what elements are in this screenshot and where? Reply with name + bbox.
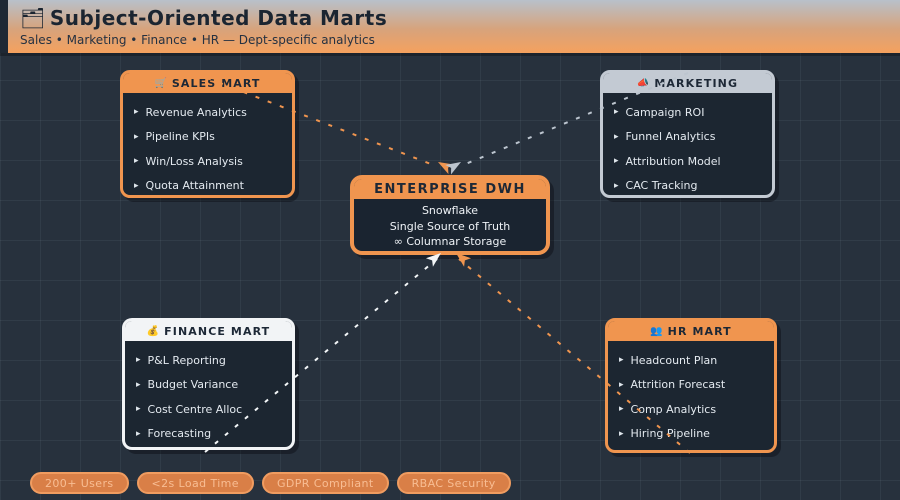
mart-item: ▸ Pipeline KPIs <box>134 125 292 150</box>
mart-item-label: Budget Variance <box>147 378 239 392</box>
mart-item: ▸ CAC Tracking <box>614 174 772 196</box>
mart-item-label: Comp Analytics <box>630 402 717 416</box>
mart-item-label: Cost Centre Alloc <box>147 402 243 416</box>
mart-item-label: Pipeline KPIs <box>145 130 215 144</box>
dwh-line-source: Single Source of Truth <box>389 219 511 233</box>
stat-badge: GDPR Compliant <box>261 472 389 494</box>
item-bullet-icon: ▸ <box>619 404 624 415</box>
finance-mart-title: FINANCE MART <box>164 324 271 338</box>
mart-item-label: Quota Attainment <box>145 179 244 193</box>
item-bullet-icon: ▸ <box>619 379 624 390</box>
mart-item: ▸ Revenue Analytics <box>134 100 292 125</box>
mart-item-label: Revenue Analytics <box>145 105 247 119</box>
mart-item-label: Attribution Model <box>625 154 721 168</box>
megaphone-icon: 📣 <box>636 77 650 89</box>
mart-item-label: Win/Loss Analysis <box>145 154 243 168</box>
header-left-strip <box>0 0 8 53</box>
item-bullet-icon: ▸ <box>619 355 624 366</box>
item-bullet-icon: ▸ <box>619 428 624 439</box>
mart-item: ▸ Attribution Model <box>614 149 772 174</box>
finance-mart-header: 💰 FINANCE MART <box>125 321 292 341</box>
stat-badge-row: 200+ Users <2s Load Time GDPR Compliant RBA… <box>30 472 511 494</box>
money-bag-icon: 💰 <box>146 325 160 337</box>
page-header: 🗂Subject-Oriented Data Marts Sales • Mar… <box>0 0 900 53</box>
mart-item: ▸ Budget Variance <box>136 373 292 398</box>
mart-item: ▸ Quota Attainment <box>134 174 292 196</box>
mart-item-label: P&L Reporting <box>147 353 226 367</box>
item-bullet-icon: ▸ <box>136 379 141 390</box>
mart-item-label: Funnel Analytics <box>625 130 716 144</box>
mart-item-label: Attrition Forecast <box>630 378 726 392</box>
node-enterprise-dwh[interactable]: ENTERPRISE DWH Snowflake Single Source o… <box>350 175 550 255</box>
dwh-title: ENTERPRISE DWH <box>354 179 546 199</box>
stat-badge: 200+ Users <box>30 472 129 494</box>
mart-item-label: CAC Tracking <box>625 179 698 193</box>
item-bullet-icon: ▸ <box>134 107 139 118</box>
mart-item: ▸ Forecasting <box>136 422 292 447</box>
hr-mart-title: HR MART <box>667 324 732 338</box>
mart-item-label: Campaign ROI <box>625 105 705 119</box>
item-bullet-icon: ▸ <box>614 180 619 191</box>
arrowhead-sales <box>438 162 454 175</box>
mart-item-label: Forecasting <box>147 427 212 441</box>
cart-icon: 🛒 <box>154 77 167 89</box>
dwh-line-storage: ∞ Columnar Storage <box>393 235 507 248</box>
marketing-mart-title: MARKETING <box>654 76 739 90</box>
item-bullet-icon: ▸ <box>614 131 619 142</box>
item-bullet-icon: ▸ <box>614 156 619 167</box>
item-bullet-icon: ▸ <box>136 355 141 366</box>
mart-item: ▸ Campaign ROI <box>614 100 772 125</box>
mart-item: ▸ P&L Reporting <box>136 348 292 373</box>
node-sales-mart[interactable]: 🛒 SALES MART ▸ Revenue Analytics ▸ Pipeline… <box>120 70 295 198</box>
hr-mart-header: 👥 HR MART <box>608 321 774 341</box>
item-bullet-icon: ▸ <box>136 428 141 439</box>
mart-item: ▸ Headcount Plan <box>619 348 774 373</box>
mart-item: ▸ Hiring Pipeline <box>619 422 774 447</box>
mart-item-label: Headcount Plan <box>630 353 718 367</box>
stat-badge: RBAC Security <box>396 472 511 494</box>
item-bullet-icon: ▸ <box>134 180 139 191</box>
item-bullet-icon: ▸ <box>136 404 141 415</box>
arrowhead-marketing <box>445 162 461 175</box>
mart-item: ▸ Win/Loss Analysis <box>134 149 292 174</box>
page-title: 🗂Subject-Oriented Data Marts <box>20 6 388 30</box>
mart-item: ▸ Funnel Analytics <box>614 125 772 150</box>
card-index-icon: 🗂 <box>20 6 46 30</box>
mart-item-label: Hiring Pipeline <box>630 427 710 441</box>
people-icon: 👥 <box>650 325 663 337</box>
page-subtitle: Sales • Marketing • Finance • HR — Dept-… <box>20 33 375 47</box>
mart-item: ▸ Comp Analytics <box>619 397 774 422</box>
mart-item: ▸ Attrition Forecast <box>619 373 774 398</box>
dwh-line-platform: Snowflake <box>421 204 479 217</box>
node-finance-mart[interactable]: 💰 FINANCE MART ▸ P&L Reporting ▸ Budget Var… <box>122 318 295 450</box>
item-bullet-icon: ▸ <box>134 156 139 167</box>
sales-mart-header: 🛒 SALES MART <box>123 73 292 93</box>
item-bullet-icon: ▸ <box>134 131 139 142</box>
node-marketing-mart[interactable]: 📣 MARKETING ▸ Campaign ROI ▸ Funnel Analyti… <box>600 70 775 198</box>
node-hr-mart[interactable]: 👥 HR MART ▸ Headcount Plan ▸ Attrition Fore… <box>605 318 777 453</box>
marketing-mart-header: 📣 MARKETING <box>603 73 772 93</box>
sales-mart-title: SALES MART <box>171 76 261 90</box>
mart-item: ▸ Cost Centre Alloc <box>136 397 292 422</box>
item-bullet-icon: ▸ <box>614 107 619 118</box>
stat-badge: <2s Load Time <box>136 472 254 494</box>
